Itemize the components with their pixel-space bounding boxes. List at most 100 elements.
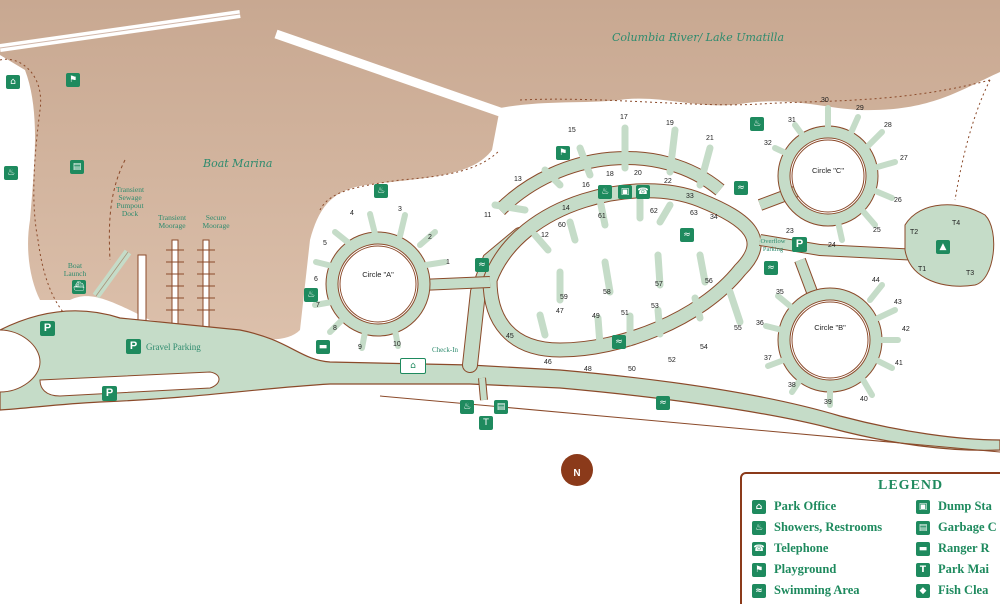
- site-number: 30: [821, 97, 829, 104]
- site-number: 52: [668, 357, 676, 364]
- playground-icon: ⚑: [66, 73, 80, 87]
- site-number: 63: [690, 210, 698, 217]
- legend-label: Park Office: [774, 499, 837, 513]
- legend-label: Park Mai: [938, 562, 990, 576]
- site-number: 18: [606, 171, 614, 178]
- playground-icon: ⚑: [752, 562, 766, 577]
- site-number: T1: [918, 266, 927, 273]
- site-number: 50: [628, 366, 636, 373]
- boat-launch-icon: ⛴: [72, 280, 86, 294]
- park-office-icon: ⌂: [752, 499, 766, 514]
- park-maintenance-icon: T: [479, 416, 493, 430]
- legend-label: Telephone: [774, 541, 829, 555]
- site-number: 43: [894, 299, 902, 306]
- legend-item-ranger: ▬ Ranger R: [916, 541, 990, 556]
- site-number: 37: [764, 355, 772, 362]
- marina-label: Boat Marina: [203, 157, 273, 170]
- site-number: 62: [650, 208, 658, 215]
- garbage-icon: ▤: [916, 520, 930, 535]
- site-number: 59: [560, 294, 568, 301]
- garbage-icon: ▤: [494, 400, 508, 414]
- showers-icon: ♨: [752, 520, 766, 535]
- site-number: 38: [788, 382, 796, 389]
- circle-c-label: Circle "C": [812, 166, 844, 175]
- site-number: 53: [651, 303, 659, 310]
- north-arrow-badge: [561, 454, 593, 486]
- site-number: 27: [900, 155, 908, 162]
- site-number: 48: [584, 366, 592, 373]
- legend-title: LEGEND: [878, 478, 944, 493]
- site-number: 13: [514, 176, 522, 183]
- site-number: 39: [824, 399, 832, 406]
- site-number: 56: [705, 278, 713, 285]
- legend-item-park-office: ⌂ Park Office: [752, 499, 836, 514]
- swimming-icon: ≈: [680, 228, 694, 242]
- overflow-parking-label: Overflow Parking: [760, 238, 786, 253]
- swimming-icon: ≈: [656, 396, 670, 410]
- legend-label: Ranger R: [938, 541, 990, 555]
- site-number: 46: [544, 359, 552, 366]
- sewage-dock-label: Transient Sewage Pumpout Dock: [115, 185, 145, 218]
- north-arrow-letter: N: [573, 468, 581, 479]
- telephone-icon: ☎: [752, 541, 766, 556]
- telephone-icon: ☎: [636, 185, 650, 199]
- parking-icon: P: [40, 321, 55, 336]
- site-number: 49: [592, 313, 600, 320]
- site-number: 6: [314, 276, 318, 283]
- site-number: 19: [666, 120, 674, 127]
- site-number: 51: [621, 310, 629, 317]
- legend-label: Playground: [774, 562, 837, 576]
- showers-icon: ♨: [460, 400, 474, 414]
- legend-label: Dump Sta: [938, 499, 992, 513]
- site-number: 29: [856, 105, 864, 112]
- legend-item-swimming: ≈Swimming Area: [752, 583, 860, 598]
- transient-moorage-label: Transient Moorage: [157, 213, 187, 230]
- site-number: 23: [786, 228, 794, 235]
- showers-icon: ♨: [750, 117, 764, 131]
- parking-icon: P: [102, 386, 117, 401]
- secure-moorage-label: Secure Moorage: [202, 213, 230, 230]
- site-number: 16: [582, 182, 590, 189]
- swimming-icon: ≈: [764, 261, 778, 275]
- site-number: 33: [686, 193, 694, 200]
- showers-icon: ♨: [4, 166, 18, 180]
- ranger-icon: ▬: [916, 541, 930, 556]
- park-office-icon: ⌂: [6, 75, 20, 89]
- main-road: [0, 310, 1000, 451]
- site-number: 25: [873, 227, 881, 234]
- legend-item-fish-cleaning: ◆Fish Clea: [916, 583, 988, 598]
- site-number: 10: [393, 341, 401, 348]
- dump-station-icon: ▣: [916, 499, 930, 514]
- site-number: 55: [734, 325, 742, 332]
- site-number: 11: [484, 212, 492, 219]
- gravel-parking-label: Gravel Parking: [146, 342, 201, 352]
- legend-item-playground: ⚑ Playground: [752, 562, 836, 577]
- site-number: T4: [952, 220, 961, 227]
- site-number: 40: [860, 396, 868, 403]
- site-number: 8: [333, 325, 337, 332]
- site-number: 3: [398, 206, 402, 213]
- site-number: 58: [603, 289, 611, 296]
- site-number: 35: [776, 289, 784, 296]
- site-number: 54: [700, 344, 708, 351]
- legend-label: Garbage C: [938, 520, 997, 534]
- tent-icon: ▲: [936, 240, 950, 254]
- site-number: 15: [568, 127, 576, 134]
- swimming-icon: ≈: [475, 258, 489, 272]
- site-number: 26: [894, 197, 902, 204]
- site-number: 44: [872, 277, 880, 284]
- site-number: 45: [506, 333, 514, 340]
- site-number: T2: [910, 229, 919, 236]
- showers-icon: ♨: [304, 288, 318, 302]
- check-in-label: Check-In: [432, 346, 459, 354]
- site-number: T3: [966, 270, 975, 277]
- site-number: 60: [558, 222, 566, 229]
- parking-icon: P: [126, 339, 141, 354]
- site-number: 34: [710, 214, 718, 221]
- dump-station-icon: ▣: [618, 185, 632, 199]
- site-number: 20: [634, 170, 642, 177]
- boat-launch-label: Boat Launch: [63, 261, 87, 278]
- site-number: 9: [358, 344, 362, 351]
